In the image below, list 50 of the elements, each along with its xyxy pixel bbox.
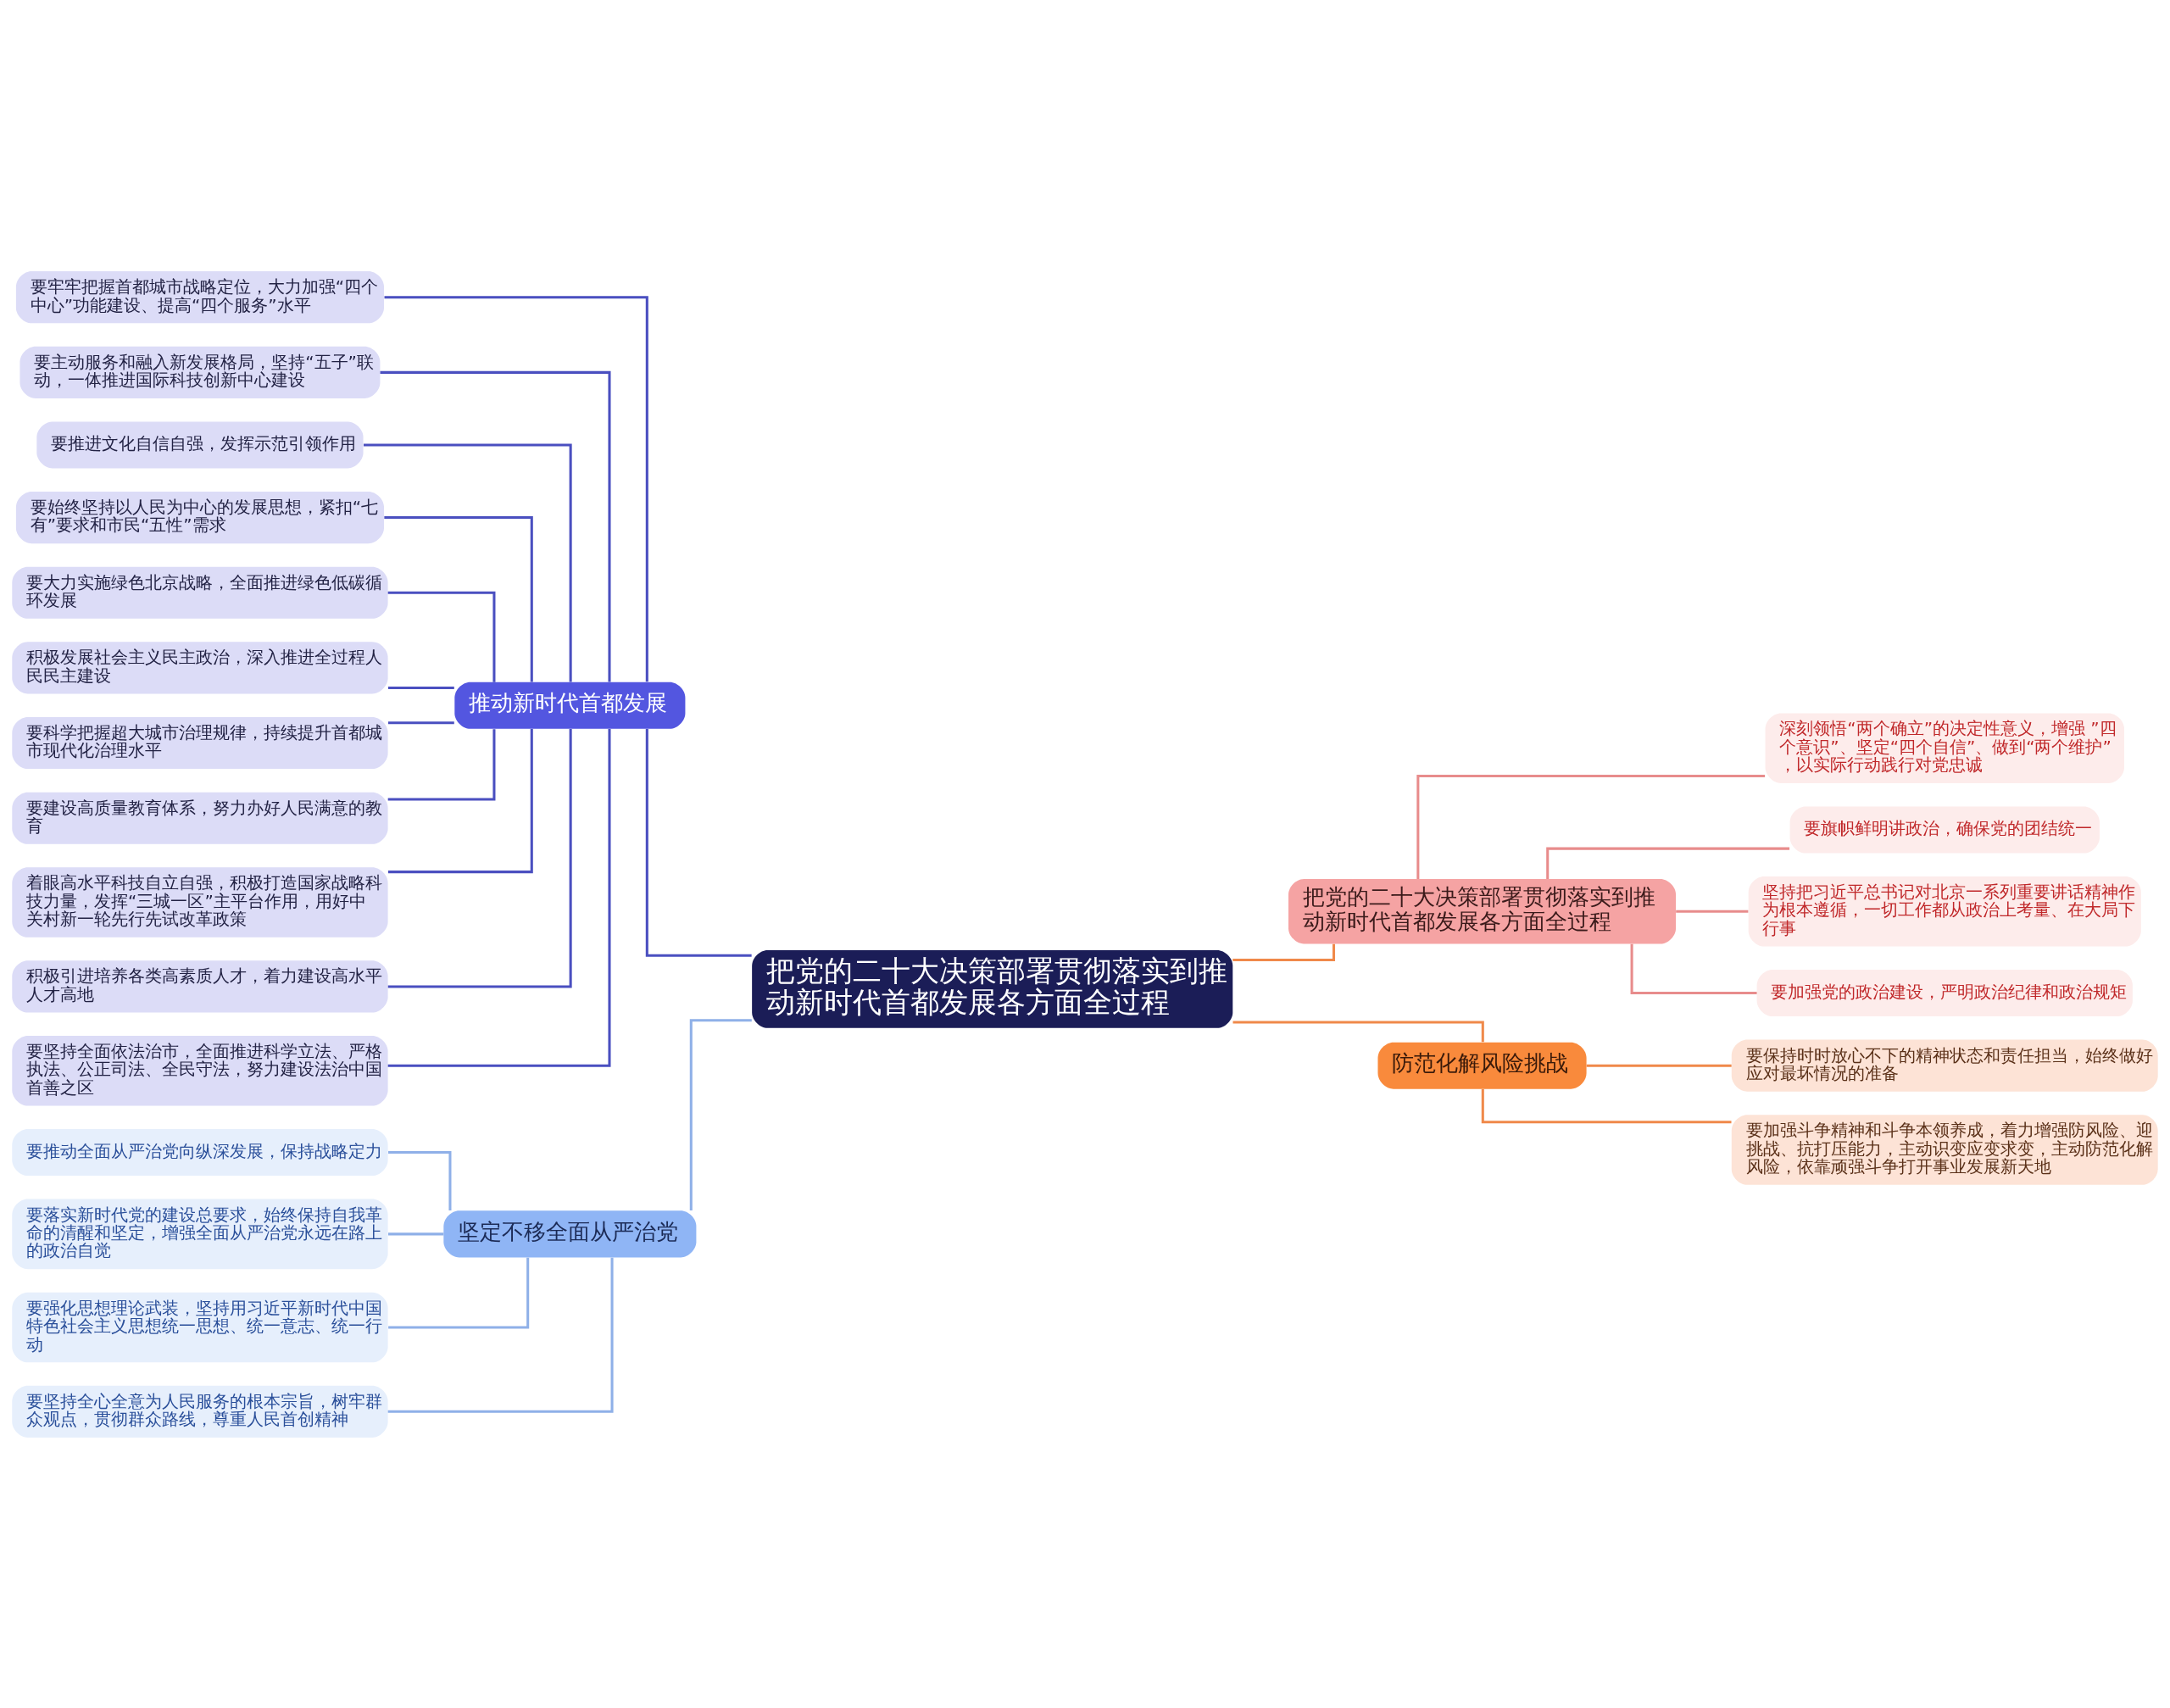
connector [1481,1088,1732,1123]
node-box: 要加强党的政治建设，严明政治纪律和政治规矩 [1756,969,2133,1016]
connector [1630,943,1757,994]
node-box: 深刻领悟“两个确立”的决定性意义，增强 ”四个意识”、坚定“四个自信”、做到“两个维护”，以实际行动践行对党忠诚 [1765,712,2124,783]
connector [388,686,454,689]
connector [1416,774,1766,879]
connector [387,728,611,1067]
node-box: 要大力实施绿色北京战略，全面推进绿色低碳循环发展 [12,566,388,619]
node-box: 要落实新时代党的建设总要求，始终保持自我革命的清醒和坚定，增强全面从严治党永远在路上的政治自觉 [12,1199,388,1269]
node-box: 要主动服务和融入新发展格局，坚持“五子”联动，一体推进国际科技创新中心建设 [19,346,381,398]
connector [387,591,496,682]
connector [388,1232,444,1235]
connector [1586,1064,1732,1067]
node-box: 要牢牢把握首都城市战略定位，大力加强“四个中心”功能建设、提高“四个服务”水平 [15,270,384,323]
node-box: 把党的二十大决策部署贯彻落实到推动新时代首都发展各方面全过程 [1288,878,1677,943]
node-box: 坚定不移全面从严治党 [443,1210,697,1257]
node-box: 积极引进培养各类高素质人才，着力建设高水平人才高地 [12,960,388,1012]
connector [387,1257,614,1413]
connector [388,1257,530,1328]
connector [387,728,572,988]
node-box: 要旗帜鲜明讲政治，确保党的团结统一 [1789,805,2100,853]
connector [384,295,648,682]
connector [388,720,454,724]
node-box: 防范化解风险挑战 [1377,1042,1587,1089]
node-box: 把党的二十大决策部署贯彻落实到推动新时代首都发展各方面全过程 [752,949,1233,1028]
node-box: 要始终坚持以人民为中心的发展思想，紧扣“七有”要求和市民“五性”需求 [15,491,384,543]
node-box: 着眼高水平科技自立自强，积极打造国家战略科技力量，发挥“三城一区”主平台作用，用好中关村新一轮先行先试改革政策 [12,866,388,937]
node-box: 要保持时时放心不下的精神状态和责任担当，始终做好应对最坏情况的准备 [1731,1039,2158,1092]
connector [689,1018,752,1210]
connector [384,515,533,682]
node-box: 积极发展社会主义民主政治，深入推进全过程人民民主建设 [12,641,388,693]
node-box: 坚持把习近平总书记对北京一系列重要讲话精神作为根本遵循，一切工作都从政治上考量、在大局下行事 [1748,876,2141,947]
node-box: 要坚持全心全意为人民服务的根本宗旨，树牢群众观点，贯彻群众路线，尊重人民首创精神 [12,1385,388,1438]
connector [1232,1020,1484,1042]
connector [388,1150,452,1210]
node-box: 要推进文化自信自强，发挥示范引领作用 [36,420,364,468]
connector [364,442,572,682]
node-box: 要推动全面从严治党向纵深发展，保持战略定力 [12,1128,388,1176]
node-box: 推动新时代首都发展 [454,682,686,729]
node-box: 要强化思想理论武装，坚持用习近平新时代中国特色社会主义思想统一思想、统一意志、统一行动 [12,1292,388,1362]
node-box: 要坚持全面依法治市，全面推进科学立法、严格执法、公正司法、全民守法，努力建设法治中国首善之区 [12,1035,388,1106]
connector [387,728,533,873]
connector [1232,943,1336,961]
node-box: 要建设高质量教育体系，努力办好人民满意的教育 [12,792,388,844]
connector [1676,910,1749,913]
connector [645,728,752,957]
connector [387,728,496,801]
node-box: 要加强斗争精神和斗争本领养成，着力增强防风险、迎挑战、抗打压能力，主动识变应变求变，主动防范化解风险，依靠顽强斗争打开事业发展新天地 [1731,1114,2158,1185]
connector [380,370,611,682]
node-box: 要科学把握超大城市治理规律，持续提升首都城市现代化治理水平 [12,716,388,769]
